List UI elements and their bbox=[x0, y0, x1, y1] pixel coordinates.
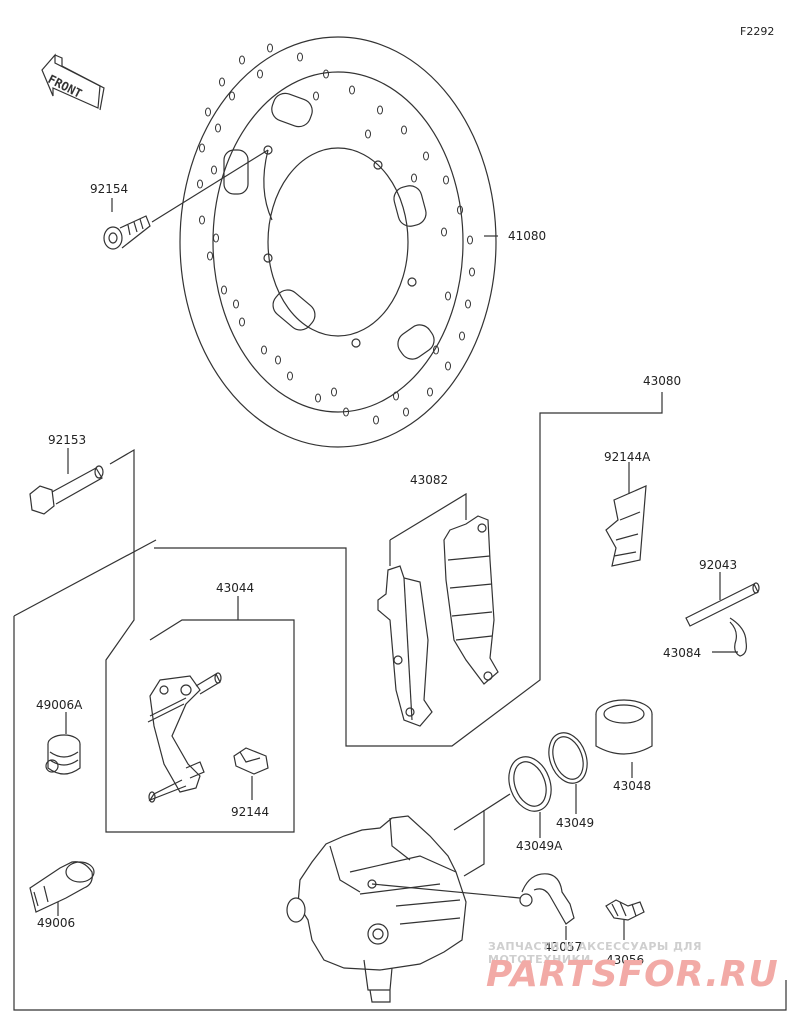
caliper-bracket bbox=[147, 596, 239, 803]
piston-seal bbox=[548, 732, 588, 814]
brake-pad-right bbox=[443, 515, 499, 685]
part-number-92043: 92043 bbox=[699, 558, 738, 572]
part-number-43044: 43044 bbox=[216, 581, 255, 595]
part-number-43084: 43084 bbox=[663, 646, 702, 660]
brake-disc bbox=[179, 36, 497, 448]
part-number-43049: 43049 bbox=[556, 816, 595, 830]
pad-pin bbox=[685, 572, 760, 627]
part-number-92144: 92144 bbox=[231, 805, 270, 819]
bracket-spring bbox=[233, 747, 269, 800]
watermark-tagline: ЗАПЧАСТИ И АКСЕССУАРЫ ДЛЯ МОТОТЕХНИКИ bbox=[488, 940, 703, 966]
boot-49006A bbox=[45, 712, 81, 775]
part-number-49006A: 49006A bbox=[36, 698, 83, 712]
brake-pad-left bbox=[377, 565, 433, 727]
anti-rattle-spring bbox=[605, 462, 647, 567]
part-number-43049A: 43049A bbox=[516, 839, 563, 853]
bleeder-cap bbox=[29, 861, 95, 916]
diagram-code: F2292 bbox=[740, 25, 775, 38]
part-number-43057: 43057 bbox=[544, 940, 583, 954]
part-number-92154: 92154 bbox=[90, 182, 129, 196]
caliper-piston bbox=[595, 699, 653, 778]
part-number-92153: 92153 bbox=[48, 433, 87, 447]
part-number-43048: 43048 bbox=[613, 779, 652, 793]
caliper-bolt bbox=[29, 448, 104, 515]
part-number-43082: 43082 bbox=[410, 473, 449, 487]
bleeder-valve bbox=[605, 899, 645, 940]
part-number-43080: 43080 bbox=[643, 374, 682, 388]
part-number-92144A: 92144A bbox=[604, 450, 651, 464]
watermark-brand: PARTSFOR.RU bbox=[486, 954, 779, 995]
caliper-body bbox=[286, 815, 521, 1003]
banjo-fitting bbox=[519, 873, 575, 940]
pin-clip bbox=[712, 617, 747, 657]
disc-bolt bbox=[103, 149, 269, 250]
front-arrow-icon bbox=[41, 53, 105, 111]
dust-seal bbox=[508, 756, 552, 838]
part-number-49006: 49006 bbox=[37, 916, 76, 930]
part-number-43056: 43056 bbox=[606, 953, 645, 967]
part-number-41080: 41080 bbox=[508, 229, 547, 243]
